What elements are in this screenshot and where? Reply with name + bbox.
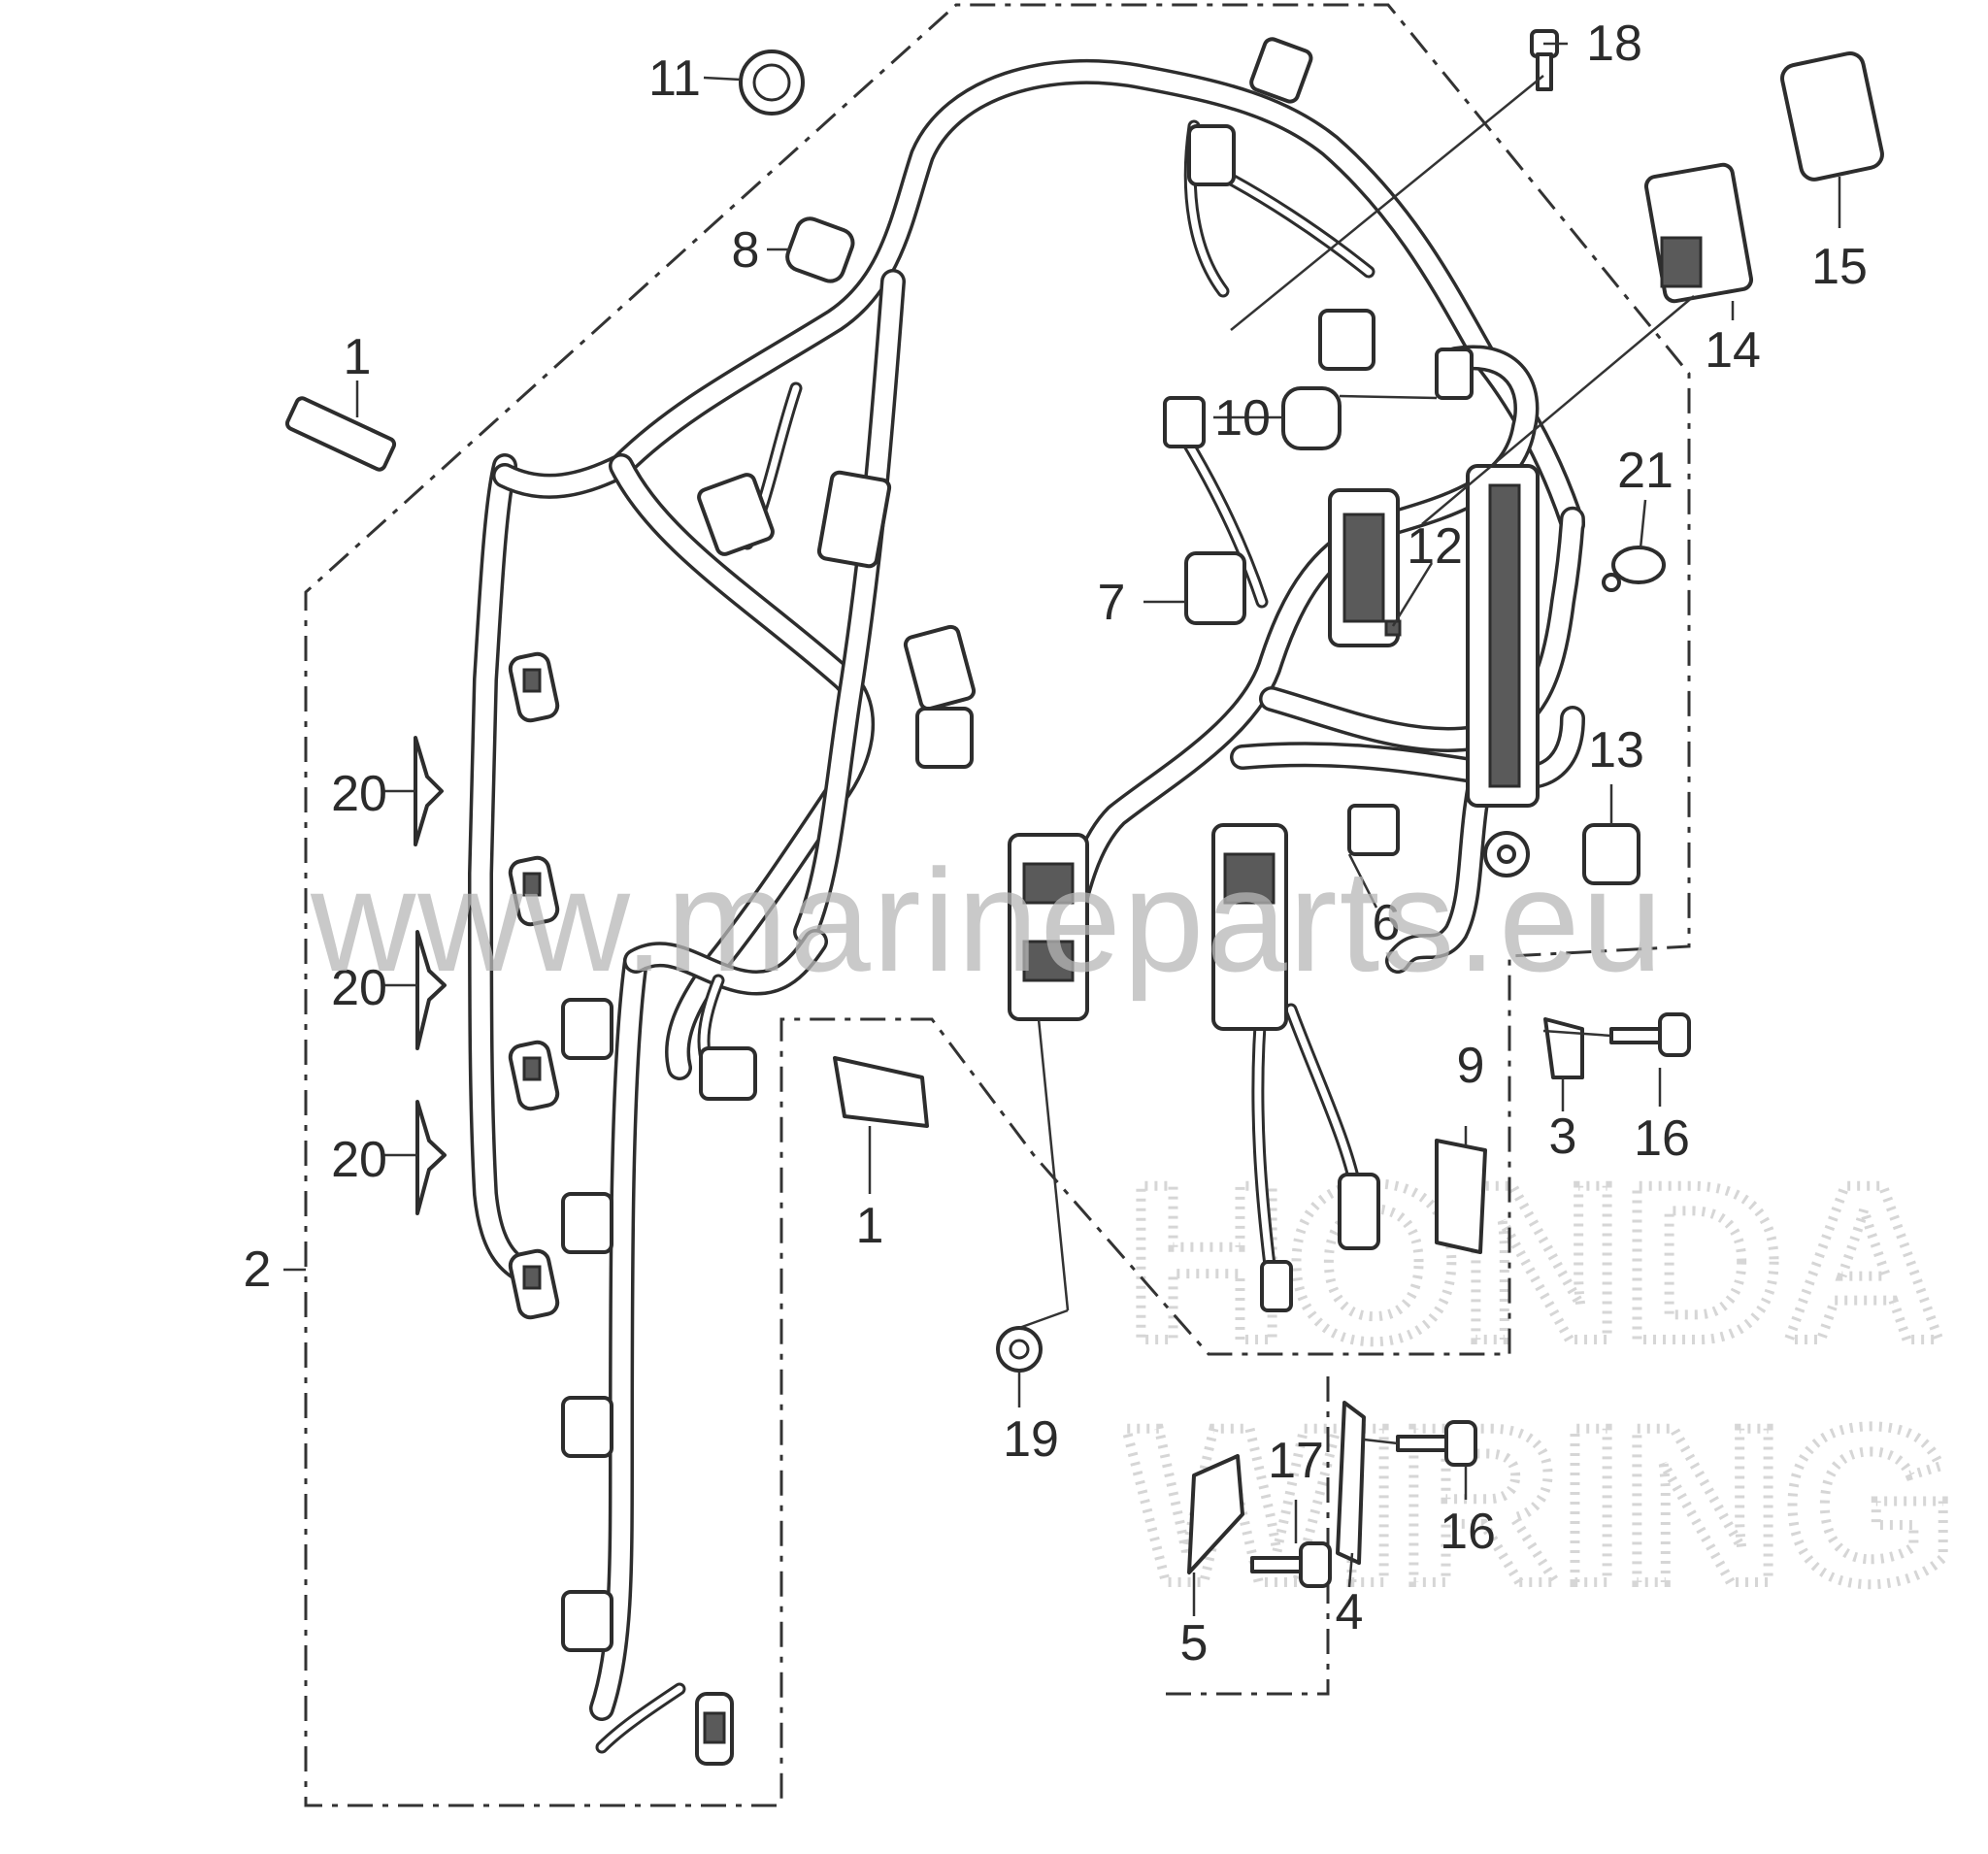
callout-10: 10 (1214, 390, 1271, 447)
part-1-clip-lower (833, 1056, 929, 1128)
callout-1-top: 1 (344, 329, 372, 385)
part-11-clamp (739, 50, 805, 116)
fuse-block (1466, 464, 1540, 808)
top-connector-a (1249, 37, 1313, 104)
callout-4: 4 (1336, 1584, 1364, 1640)
top-connector-c (1318, 309, 1375, 371)
top-connector-b (1187, 124, 1236, 186)
brand-watermark-line-2: WIRING (1126, 1380, 1957, 1630)
callout-7: 7 (1098, 575, 1126, 631)
mid-connector-a (697, 473, 775, 556)
part-15-relay-cover (1780, 50, 1884, 182)
callout-2: 2 (244, 1242, 272, 1298)
top-connector-d (1435, 348, 1474, 400)
mid-connector-b (816, 470, 892, 569)
callout-19: 19 (1003, 1411, 1059, 1468)
assembly-outlines (304, 3, 1691, 1807)
part-8-clamp (785, 216, 855, 283)
relay-block-left (1328, 488, 1400, 647)
part-20-clip-b (415, 930, 447, 1050)
bottom-connector (695, 1692, 734, 1766)
callout-8: 8 (732, 222, 760, 279)
harness-connectors (508, 37, 1640, 1766)
url-watermark: www.marineparts.eu (310, 839, 1665, 1002)
callout-3: 3 (1549, 1109, 1577, 1165)
coil-connector-2 (561, 1192, 613, 1254)
part-16-bolt-lower (1396, 1420, 1477, 1467)
callout-12: 12 (1407, 518, 1463, 575)
part-1-clip-top (284, 396, 397, 472)
part-20-clip-a (414, 736, 444, 846)
callout-5: 5 (1180, 1615, 1209, 1672)
callout-20-c: 20 (331, 1132, 387, 1188)
callout-15: 15 (1811, 239, 1868, 295)
right-block-connector (1211, 823, 1288, 1031)
callout-9: 9 (1457, 1038, 1485, 1094)
main-harness-outline (304, 3, 1691, 1807)
injector-connector-1 (508, 651, 560, 723)
part-4-plate (1336, 1401, 1366, 1565)
part-19-nut (996, 1326, 1043, 1373)
part-9-cover (1435, 1139, 1487, 1254)
injector-connector-4 (508, 1248, 560, 1320)
injector-connector-3 (508, 1040, 560, 1111)
part-10-grommet (1281, 386, 1342, 450)
coil-connector-3 (561, 1396, 613, 1458)
callout-11: 11 (648, 50, 701, 107)
callout-labels: 1 1 2 3 4 5 6 7 8 9 10 11 12 13 14 15 16… (244, 16, 1868, 1672)
center-block-connector (1008, 833, 1089, 1021)
part-3-bracket (1543, 1017, 1584, 1079)
callout-18: 18 (1586, 16, 1642, 72)
part-16-bolt-upper (1609, 1012, 1691, 1057)
injector-connector-2 (508, 855, 560, 927)
callout-16-upper: 16 (1634, 1110, 1690, 1167)
bracket-group-outline (1160, 1376, 1330, 1696)
loose-parts (284, 29, 1884, 1588)
callout-17: 17 (1268, 1433, 1324, 1489)
ground-eyelet (1483, 831, 1530, 877)
lower-terminal (1260, 1260, 1293, 1312)
coil-connector-4 (561, 1590, 613, 1652)
part-17-bolt (1250, 1541, 1332, 1588)
connector-6-body (1347, 804, 1400, 856)
coil-connector-1 (561, 998, 613, 1060)
brand-watermark: HONDA WIRING (1121, 1133, 1962, 1635)
callout-6: 6 (1373, 895, 1401, 951)
lower-right-connector (1338, 1173, 1380, 1250)
left-lower-connector (699, 1046, 757, 1101)
brand-watermark-line-1: HONDA (1126, 1138, 1944, 1387)
callout-20-a: 20 (331, 766, 387, 822)
part-12-clip (1384, 619, 1402, 637)
part-20-clip-c (415, 1100, 447, 1215)
part-14-relay (1643, 162, 1754, 304)
mid-connector-d (915, 707, 974, 769)
part-5-bracket (1187, 1454, 1244, 1574)
callout-13: 13 (1588, 722, 1644, 778)
leader-lines (283, 42, 1841, 1616)
part-21-band (1602, 546, 1666, 592)
mid-connector-c (903, 624, 977, 712)
callout-16-lower: 16 (1440, 1504, 1496, 1560)
callout-1-lower: 1 (856, 1198, 884, 1254)
connector-10-left (1163, 396, 1206, 448)
callout-20-b: 20 (331, 960, 387, 1016)
connector-7-body (1184, 551, 1246, 625)
callout-21: 21 (1617, 443, 1673, 499)
callout-14: 14 (1705, 322, 1761, 379)
